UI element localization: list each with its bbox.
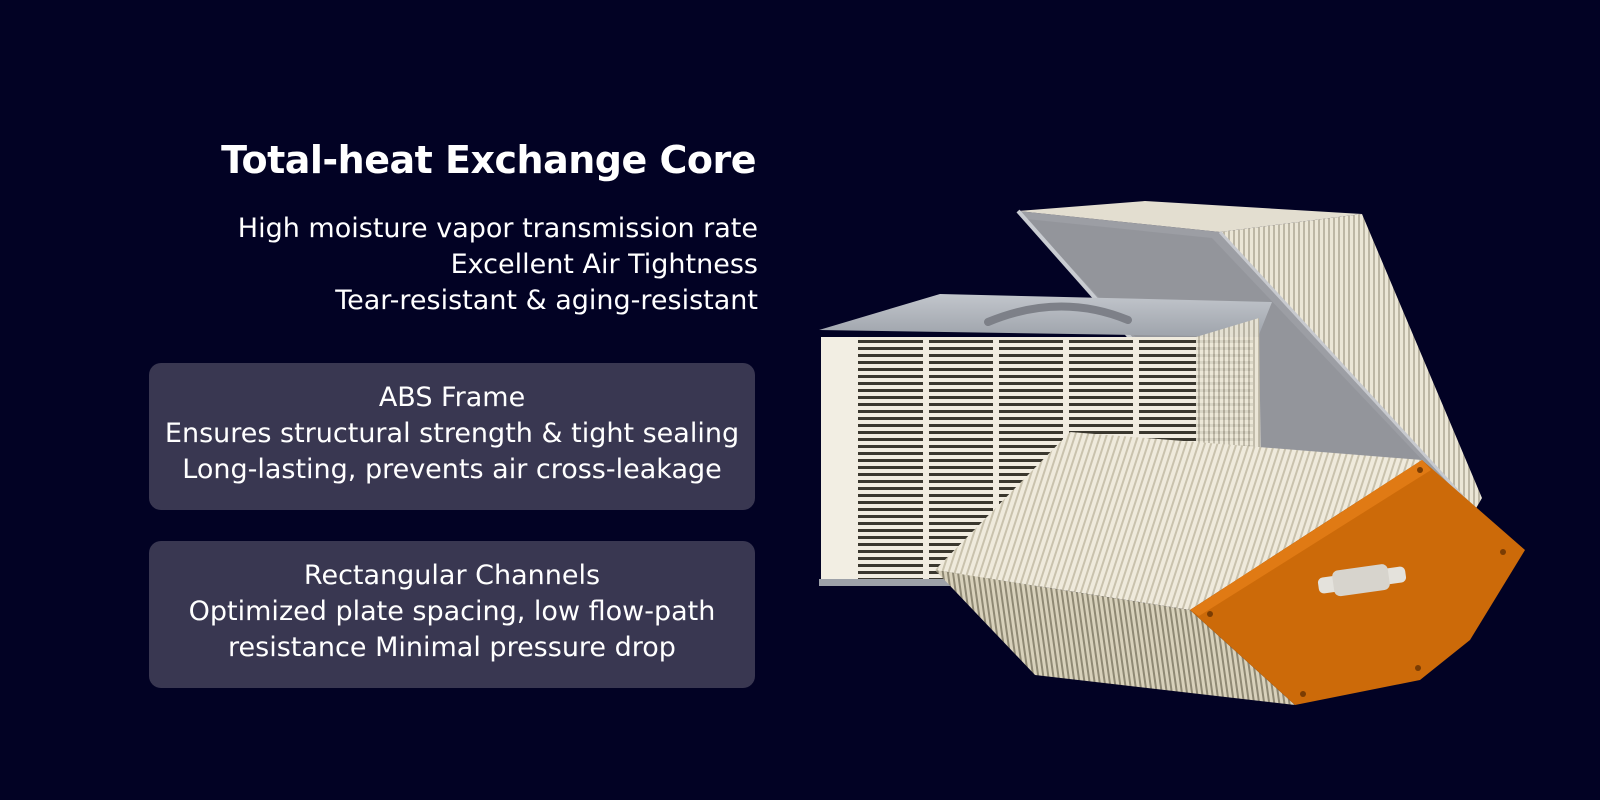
feature-item: Excellent Air Tightness [450,249,758,280]
card-heading: Rectangular Channels [303,560,601,591]
card-line: resistance Minimal pressure drop [228,632,676,663]
feature-list: High moisture vapor transmission rate Ex… [150,211,758,319]
feature-item: High moisture vapor transmission rate [237,213,758,244]
heat-exchange-core-illustration [819,201,1525,705]
card-line: Optimized plate spacing, low flow-path [188,596,716,627]
page-title: Total-heat Exchange Core [221,138,756,182]
card-line: Ensures structural strength & tight seal… [164,418,740,449]
feature-card-abs-frame: ABS Frame Ensures structural strength & … [149,363,755,510]
card-line: Long-lasting, prevents air cross-leakage [182,454,722,485]
card-heading: ABS Frame [378,382,526,413]
feature-card-rectangular-channels: Rectangular Channels Optimized plate spa… [149,541,755,688]
feature-item: Tear-resistant & aging-resistant [335,285,758,316]
